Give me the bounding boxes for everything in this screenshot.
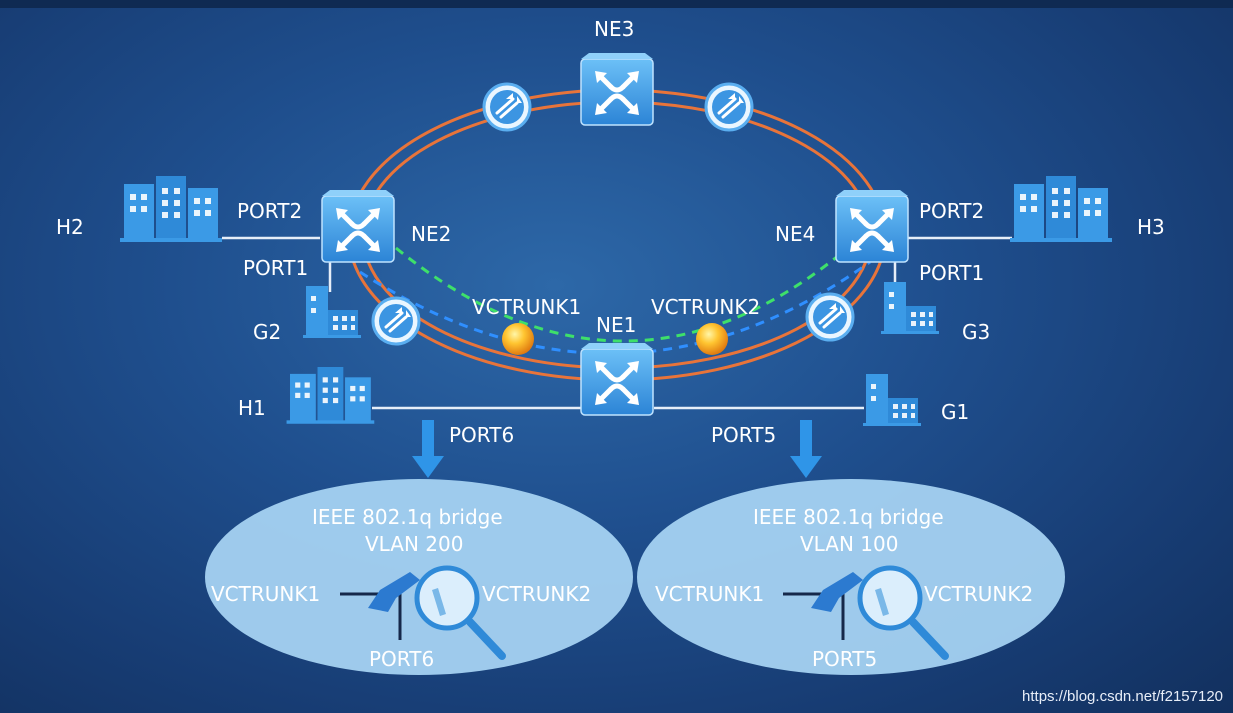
arrow-down-icon — [412, 420, 444, 478]
g1-label: G1 — [941, 400, 970, 424]
bridge-vlan100-internals — [783, 565, 949, 660]
ne2-port1-label: PORT1 — [243, 256, 309, 280]
vctrunk2-marker-icon — [696, 323, 728, 355]
ne1-port6-label: PORT6 — [449, 423, 515, 447]
bridge-vlan100-left-port: VCTRUNK1 — [655, 582, 765, 606]
g3-building-icon — [881, 282, 939, 334]
bridge-vlan200-right-port: VCTRUNK2 — [482, 582, 592, 606]
vctrunk1-label: VCTRUNK1 — [472, 295, 582, 319]
repeater-icon — [482, 82, 532, 132]
bridge-vlan200-internals — [340, 565, 506, 660]
arrow-down-icon — [790, 420, 822, 478]
watermark-text: https://blog.csdn.net/f2157120 — [1022, 688, 1223, 705]
h1-label: H1 — [238, 396, 266, 420]
bridge-vlan200-title: IEEE 802.1q bridge — [312, 505, 503, 529]
repeater-icon — [805, 292, 855, 342]
bridge-vlan100-bottom-port: PORT5 — [812, 647, 878, 671]
h2-label: H2 — [56, 215, 84, 239]
ne3-label: NE3 — [594, 17, 635, 41]
ne4-switch-icon[interactable] — [836, 190, 908, 262]
ne1-label: NE1 — [596, 313, 637, 337]
bridge-vlan200-shape — [205, 479, 633, 675]
h3-label: H3 — [1137, 215, 1165, 239]
vctrunk2-label: VCTRUNK2 — [651, 295, 761, 319]
h1-building-icon — [286, 367, 375, 424]
bridge-vlan100-right-port: VCTRUNK2 — [924, 582, 1034, 606]
ne1-port5-label: PORT5 — [711, 423, 777, 447]
g2-label: G2 — [253, 320, 282, 344]
ne1-switch-icon[interactable] — [581, 343, 653, 415]
ne4-port2-label: PORT2 — [919, 199, 985, 223]
repeater-icon — [704, 82, 754, 132]
h2-building-icon — [120, 176, 222, 242]
bridge-vlan200-bottom-port: PORT6 — [369, 647, 435, 671]
repeater-icon — [371, 296, 421, 346]
h3-building-icon — [1010, 176, 1112, 242]
g2-building-icon — [303, 286, 361, 338]
vctrunk-green-path — [395, 246, 839, 343]
ne3-switch-icon[interactable] — [581, 53, 653, 125]
ne4-port1-label: PORT1 — [919, 261, 985, 285]
bridge-vlan100-title: IEEE 802.1q bridge — [753, 505, 944, 529]
ne4-label: NE4 — [775, 222, 816, 246]
bridge-vlan200-left-port: VCTRUNK1 — [211, 582, 321, 606]
g3-label: G3 — [962, 320, 991, 344]
g1-building-icon — [863, 374, 921, 426]
bridge-vlan200-vlan: VLAN 200 — [365, 532, 464, 556]
vctrunk1-marker-icon — [502, 323, 534, 355]
top-border — [0, 0, 1233, 8]
bridge-vlan100-vlan: VLAN 100 — [800, 532, 899, 556]
ne2-port2-label: PORT2 — [237, 199, 303, 223]
ne2-switch-icon[interactable] — [322, 190, 394, 262]
ne2-label: NE2 — [411, 222, 452, 246]
